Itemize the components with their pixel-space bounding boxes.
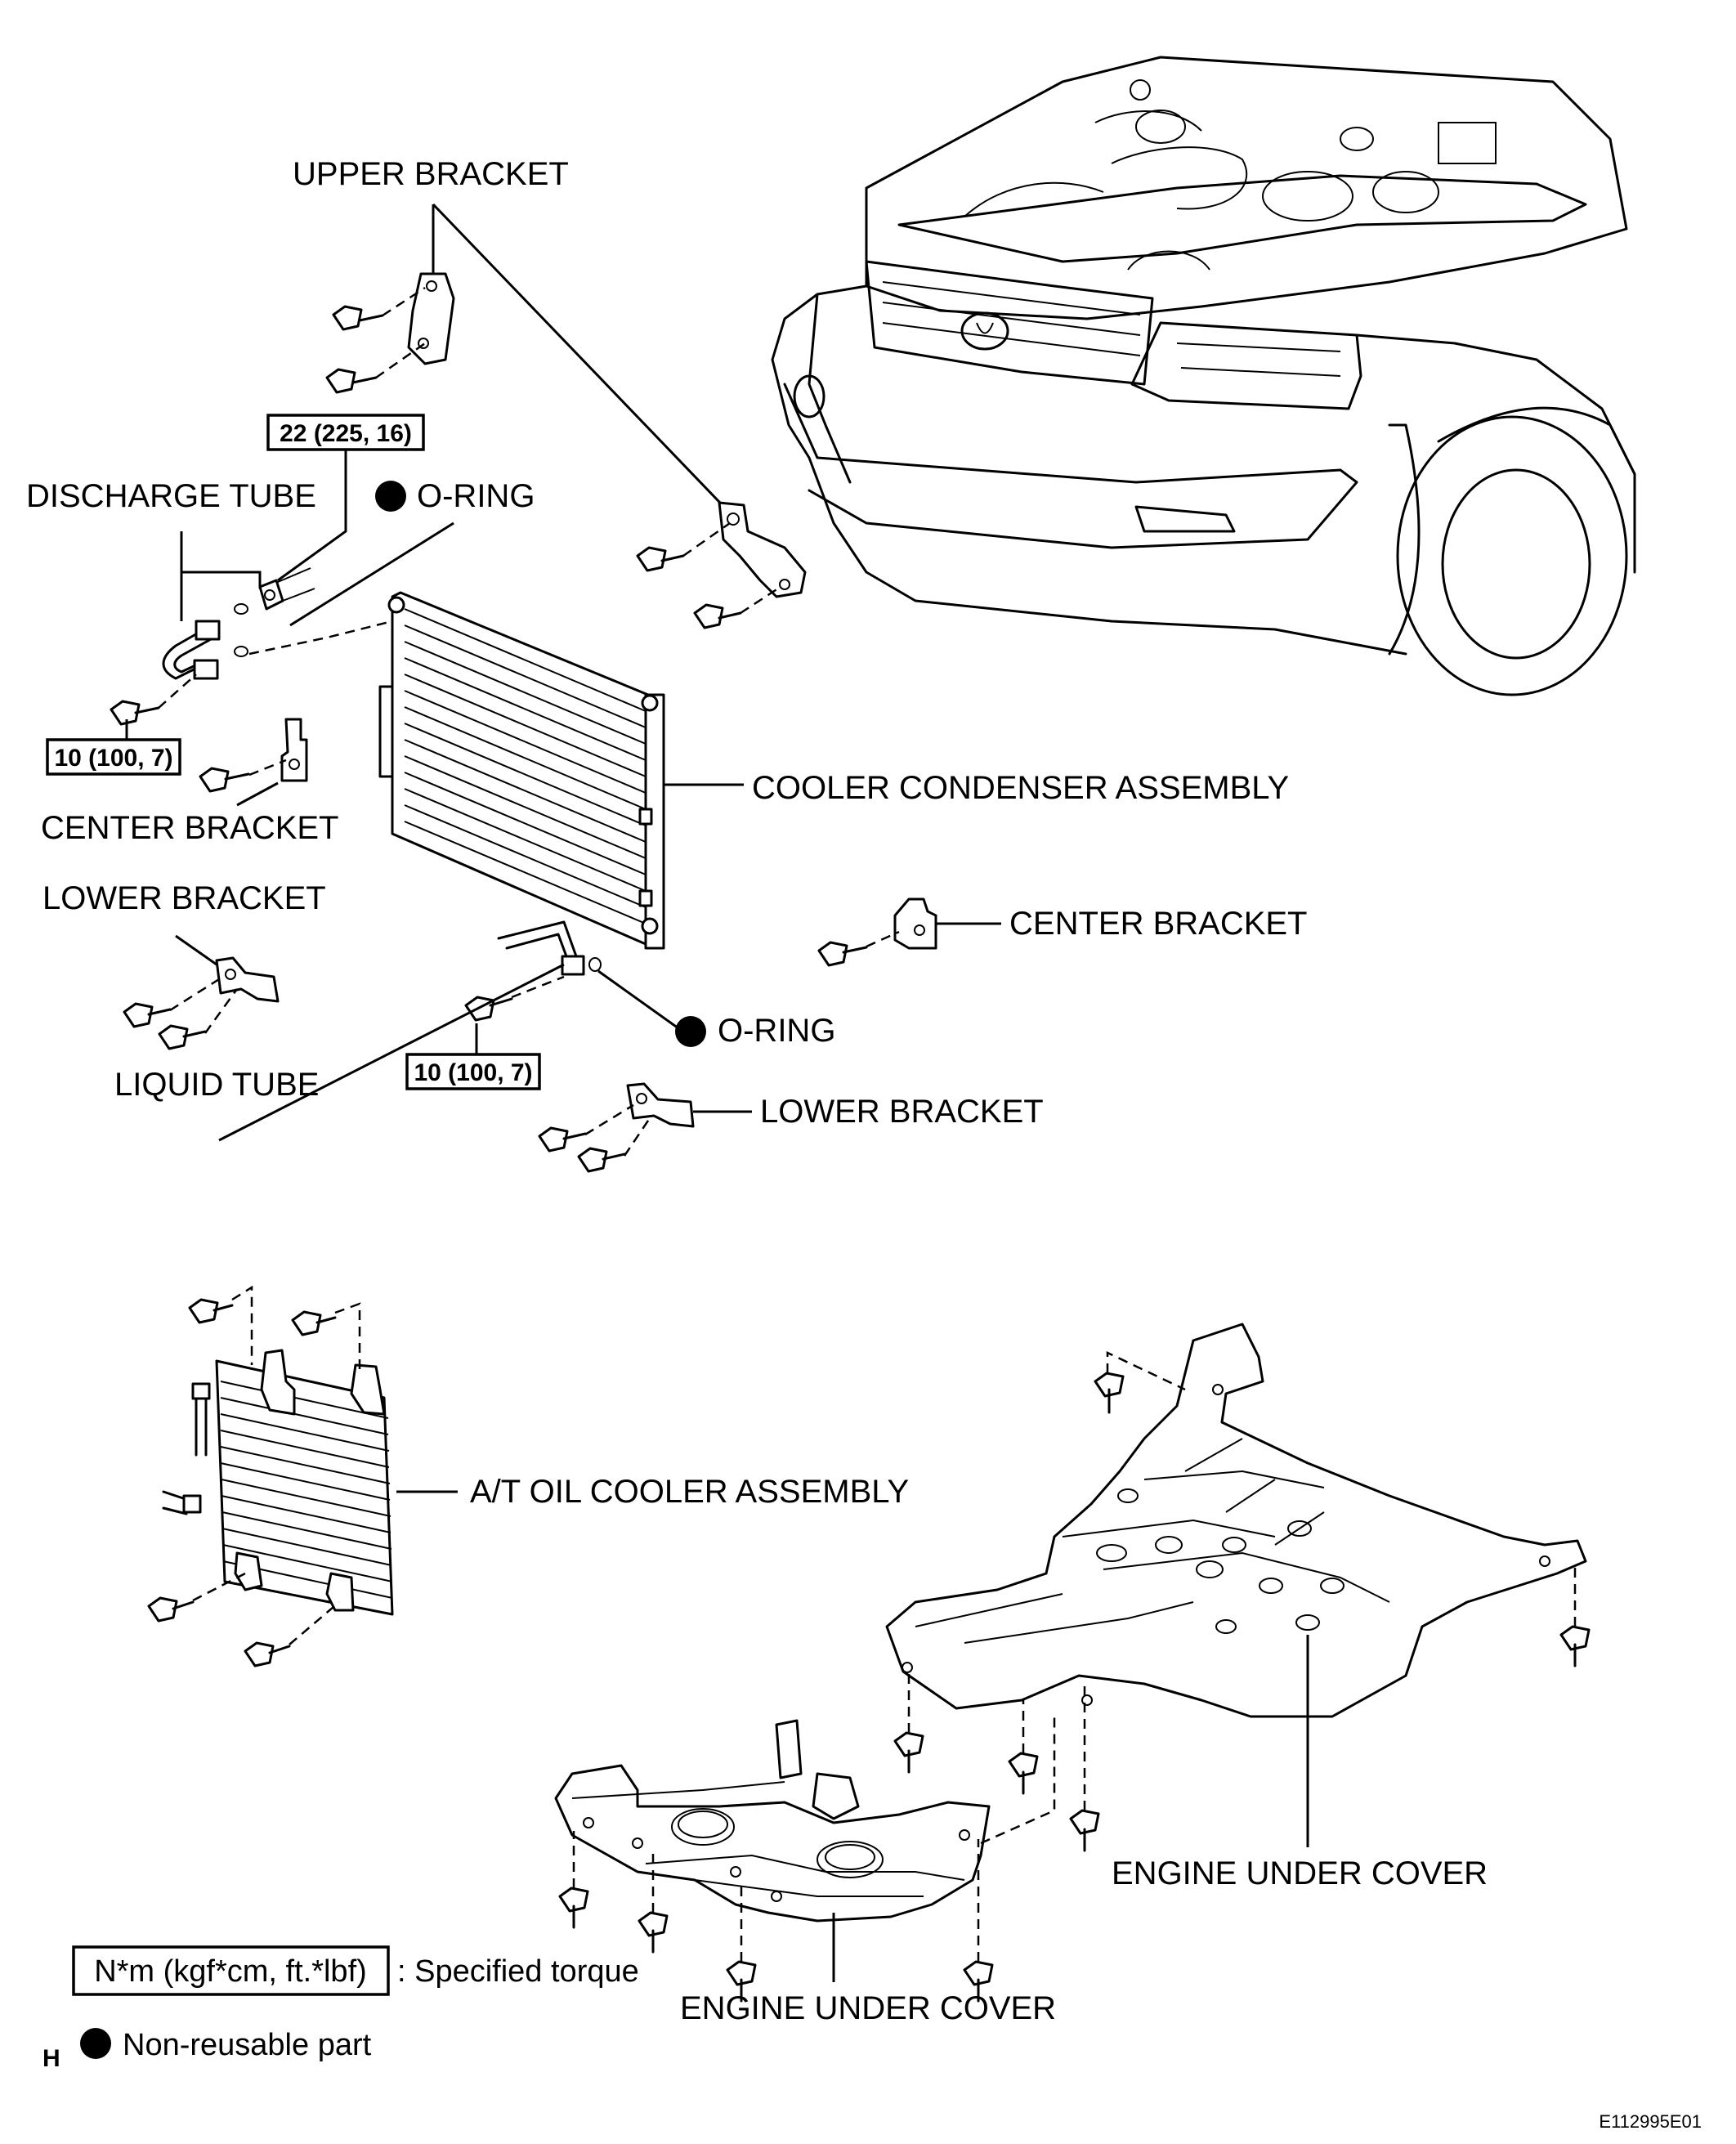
upper-bracket-right bbox=[718, 501, 807, 598]
discharge-tube bbox=[162, 620, 221, 680]
bolt bbox=[291, 1310, 337, 1336]
o-ring bbox=[234, 603, 248, 615]
bolt bbox=[1069, 1809, 1100, 1852]
torque-value-discharge-bolt: 10 (100, 7) bbox=[54, 745, 172, 772]
engine-under-cover-rear bbox=[885, 1323, 1587, 1718]
bolt bbox=[325, 368, 378, 394]
figure-id: E112995E01 bbox=[1599, 2111, 1702, 2132]
non-reusable-dot bbox=[675, 1016, 706, 1047]
bolt bbox=[244, 1641, 291, 1667]
legend-torque-box bbox=[72, 1945, 390, 1996]
bolt bbox=[693, 603, 742, 629]
label-discharge-tube: DISCHARGE TUBE bbox=[26, 478, 316, 514]
label-at-oil-cooler-assembly: A/T OIL COOLER ASSEMBLY bbox=[470, 1474, 909, 1510]
bolt bbox=[188, 1298, 234, 1324]
non-reusable-dot bbox=[80, 2028, 111, 2059]
bolt bbox=[638, 1911, 669, 1954]
legend-non-reusable-desc: Non-reusable part bbox=[123, 2028, 372, 2062]
label-lower-bracket-right: LOWER BRACKET bbox=[760, 1094, 1044, 1130]
torque-value-liquid-bolt: 10 (100, 7) bbox=[414, 1059, 532, 1086]
bolt bbox=[636, 546, 685, 572]
label-upper-bracket: UPPER BRACKET bbox=[293, 156, 569, 192]
vehicle-front-illustration bbox=[771, 56, 1636, 696]
legend-torque-desc: : Specified torque bbox=[397, 1954, 639, 1989]
legend-torque-unit: N*m (kgf*cm, ft.*lbf) bbox=[94, 1954, 367, 1989]
discharge-tube-nut bbox=[258, 579, 284, 611]
label-o-ring-lower: O-RING bbox=[718, 1013, 835, 1049]
label-cooler-condenser-assembly: COOLER CONDENSER ASSEMBLY bbox=[752, 770, 1289, 806]
bolt bbox=[726, 1960, 757, 2003]
bolt bbox=[110, 700, 160, 726]
label-center-bracket-left: CENTER BRACKET bbox=[41, 810, 339, 846]
bolt bbox=[464, 996, 513, 1022]
label-o-ring-upper: O-RING bbox=[417, 478, 535, 514]
bolt bbox=[893, 1731, 924, 1774]
bolt bbox=[332, 305, 384, 331]
bolt bbox=[1559, 1625, 1591, 1667]
leader-line bbox=[432, 203, 741, 525]
legend-marker-letter: H bbox=[43, 2045, 60, 2072]
bolt bbox=[123, 1002, 172, 1028]
bolt bbox=[963, 1960, 994, 2003]
torque-box bbox=[46, 738, 181, 776]
o-ring bbox=[234, 646, 248, 657]
bolt bbox=[199, 767, 250, 793]
label-engine-under-cover-front: ENGINE UNDER COVER bbox=[680, 1990, 1056, 2026]
center-bracket-left bbox=[280, 718, 308, 782]
label-lower-bracket-left: LOWER BRACKET bbox=[43, 880, 326, 916]
label-center-bracket-right: CENTER BRACKET bbox=[1009, 906, 1308, 942]
bolt bbox=[158, 1024, 207, 1050]
label-liquid-tube: LIQUID TUBE bbox=[114, 1067, 319, 1103]
bolt bbox=[1008, 1752, 1039, 1795]
o-ring bbox=[588, 957, 602, 972]
lower-bracket-right bbox=[626, 1082, 695, 1128]
non-reusable-dot bbox=[375, 481, 406, 512]
cooler-condenser-assembly bbox=[378, 591, 665, 950]
lower-bracket-left bbox=[215, 956, 280, 1003]
engine-under-cover-front bbox=[554, 1719, 991, 1922]
label-engine-under-cover-rear: ENGINE UNDER COVER bbox=[1112, 1855, 1488, 1891]
discharge-pipe bbox=[277, 567, 315, 602]
torque-box bbox=[405, 1053, 541, 1090]
bolt bbox=[538, 1126, 587, 1153]
at-oil-cooler-assembly bbox=[162, 1349, 394, 1616]
center-bracket-right bbox=[893, 897, 937, 950]
bolt bbox=[1094, 1372, 1125, 1414]
liquid-tube bbox=[497, 920, 585, 976]
torque-box bbox=[266, 414, 425, 451]
bolt bbox=[577, 1147, 626, 1173]
bolt bbox=[147, 1596, 195, 1623]
upper-bracket-left bbox=[407, 272, 455, 365]
bolt bbox=[817, 941, 868, 967]
bolt bbox=[558, 1887, 589, 1929]
torque-value-discharge-nut: 22 (225, 16) bbox=[280, 420, 412, 447]
